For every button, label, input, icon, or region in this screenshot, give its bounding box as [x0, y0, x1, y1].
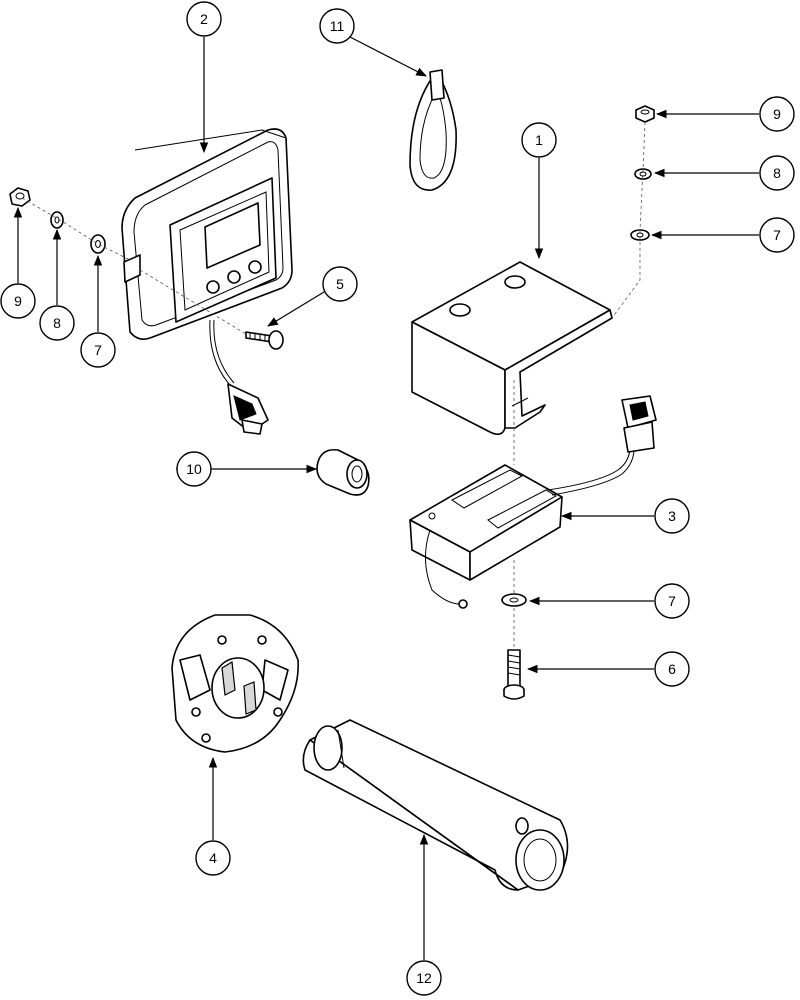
- callout-10-label: 10: [186, 461, 202, 477]
- callout-1-label: 1: [535, 132, 543, 148]
- callout-8-left: 8: [39, 305, 75, 341]
- callout-12: 12: [406, 960, 442, 996]
- callout-12-label: 12: [416, 970, 432, 986]
- callout-9-right: 9: [759, 96, 795, 132]
- left-hardware-stack: [9, 187, 106, 254]
- callout-9-left: 9: [0, 283, 36, 319]
- callout-6-label: 6: [668, 661, 676, 677]
- callout-9-left-label: 9: [14, 293, 22, 309]
- callout-8-right: 8: [759, 155, 795, 191]
- screw: [245, 330, 284, 350]
- callout-8-left-label: 8: [53, 315, 61, 331]
- callout-9-right-label: 9: [773, 106, 781, 122]
- callout-7-right-top: 7: [759, 217, 795, 253]
- mounting-bracket: [411, 261, 613, 436]
- callout-11: 11: [319, 8, 355, 44]
- callout-6: 6: [654, 651, 690, 687]
- callout-1: 1: [521, 122, 557, 158]
- coupling-hub: [171, 614, 299, 753]
- callout-7-right-bottom-label: 7: [668, 593, 676, 609]
- callout-11-label: 11: [330, 18, 345, 34]
- callout-10: 10: [176, 451, 212, 487]
- callout-4-label: 4: [209, 850, 217, 866]
- display-monitor: [121, 128, 293, 435]
- callout-2-label: 2: [200, 11, 208, 27]
- leader-lines: [13, 36, 759, 960]
- grommet: [316, 448, 370, 496]
- callout-5: 5: [322, 266, 358, 302]
- bolt: [503, 649, 525, 700]
- sensor-module: [409, 395, 657, 609]
- shaft: [302, 719, 569, 891]
- callout-3-label: 3: [668, 508, 676, 524]
- callout-8-right-label: 8: [773, 165, 781, 181]
- callout-7-right-top-label: 7: [773, 227, 781, 243]
- callout-5-label: 5: [336, 276, 344, 292]
- callout-3: 3: [654, 498, 690, 534]
- callout-2: 2: [186, 1, 222, 37]
- alignment-lines: [21, 121, 646, 648]
- callout-7-left: 7: [80, 332, 116, 368]
- callout-7-left-label: 7: [94, 342, 102, 358]
- tie-strap: [409, 69, 457, 191]
- callout-4: 4: [195, 840, 231, 876]
- callout-7-right-bottom: 7: [654, 583, 690, 619]
